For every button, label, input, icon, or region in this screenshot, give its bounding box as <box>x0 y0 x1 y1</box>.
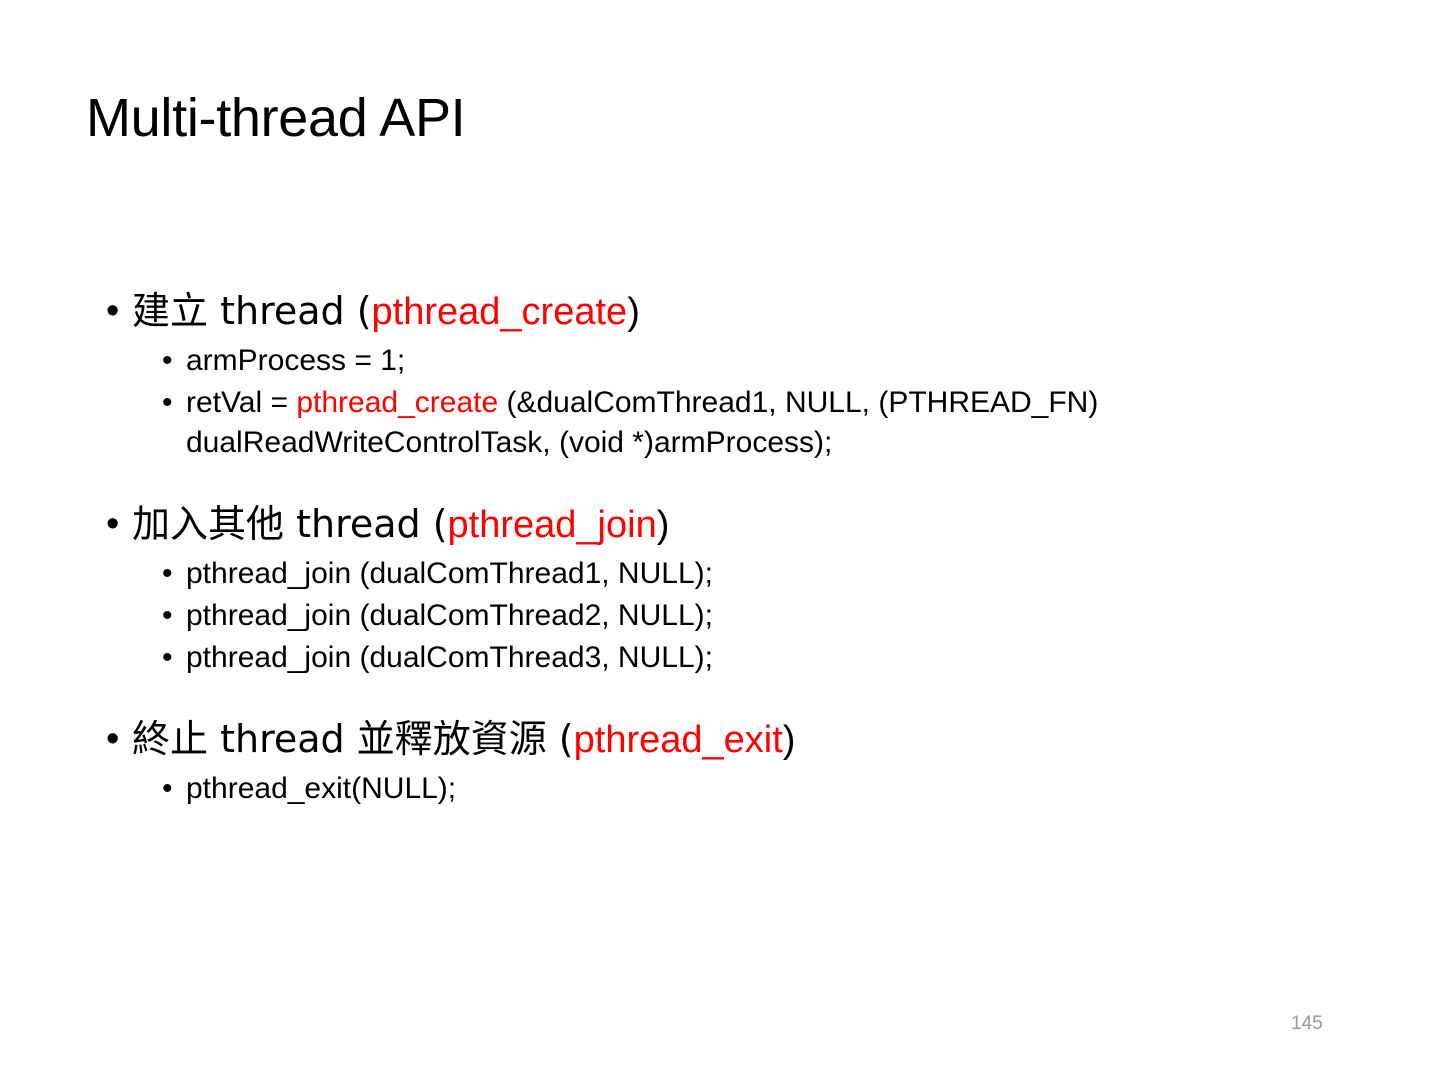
bullet-level1-keyword: pthread_create <box>371 291 628 333</box>
list-item: • pthread_exit(NULL); <box>104 769 1344 809</box>
bullet-level1-keyword: pthread_join <box>447 504 657 547</box>
bullet-level1-suffix: ) <box>627 291 640 333</box>
bullet-level1: • 終止 thread 並釋放資源 (pthread_exit) <box>104 716 1344 763</box>
list-item-prefix: armProcess = 1; <box>186 344 406 378</box>
list-item: • pthread_join (dualComThread3, NULL); <box>104 638 1344 678</box>
bullet-marker-icon: • <box>162 386 173 420</box>
bullet-marker-icon: • <box>106 503 120 546</box>
bullet-group: •建立 thread (pthread_create) •armProcess … <box>104 288 1344 463</box>
list-item-prefix: pthread_join (dualComThread2, NULL); <box>186 599 713 633</box>
page-number: 145 <box>1291 1013 1323 1034</box>
bullet-group: • 加入其他 thread (pthread_join) • pthread_joi… <box>104 501 1344 678</box>
list-item: • armProcess = 1; <box>104 341 1344 381</box>
bullet-level1-suffix: ) <box>782 719 796 762</box>
bullet-marker-icon: • <box>162 557 173 591</box>
bullet-marker-icon: • <box>162 772 173 806</box>
page-title: Multi-thread API <box>86 88 466 148</box>
list-item-suffix: (&dualComThread1, NULL, (PTHREAD_FN) dua… <box>186 386 1099 460</box>
list-item-prefix: pthread_join (dualComThread1, NULL); <box>186 557 713 591</box>
list-item: • pthread_join (dualComThread1, NULL); <box>104 554 1344 594</box>
list-item-keyword: pthread_create <box>296 386 499 420</box>
bullet-level1-prefix: 終止 thread 並釋放資源 ( <box>132 717 574 762</box>
bullet-level1-keyword: pthread_exit <box>573 719 783 762</box>
bullet-level2-list: • pthread_exit(NULL); <box>104 769 1344 809</box>
list-item: • pthread_join (dualComThread2, NULL); <box>104 596 1344 636</box>
bullet-level2-list: • armProcess = 1; • retVal = pthread_creat… <box>104 341 1344 463</box>
bullet-level2-list: • pthread_join (dualComThread1, NULL); • p… <box>104 554 1344 678</box>
bullet-level1: • 建立 thread (pthread_create) <box>104 288 1344 335</box>
bullet-group: • 終止 thread 並釋放資源 (pthread_exit) • pthread… <box>104 716 1344 809</box>
bullet-marker-icon: • <box>106 718 120 761</box>
bullet-marker-icon: • <box>162 344 173 378</box>
bullet-level1-prefix: 建立 thread ( <box>132 289 372 333</box>
list-item-prefix: pthread_exit(NULL); <box>186 772 457 806</box>
list-item: • retVal = pthread_create (&dualComThread… <box>104 383 1344 463</box>
bullet-level1-prefix: 加入其他 thread ( <box>132 502 448 547</box>
list-item-prefix: retVal = <box>186 386 297 420</box>
bullet-marker-icon: • <box>162 599 173 633</box>
bullet-level1: • 加入其他 thread (pthread_join) <box>104 501 1344 548</box>
bullet-marker-icon: • <box>106 290 120 332</box>
list-item-prefix: pthread_join (dualComThread3, NULL); <box>186 641 713 675</box>
bullet-level1-suffix: ) <box>656 504 670 547</box>
slide-body: •建立 thread (pthread_create) •armProcess … <box>104 288 1344 811</box>
bullet-marker-icon: • <box>162 641 173 675</box>
